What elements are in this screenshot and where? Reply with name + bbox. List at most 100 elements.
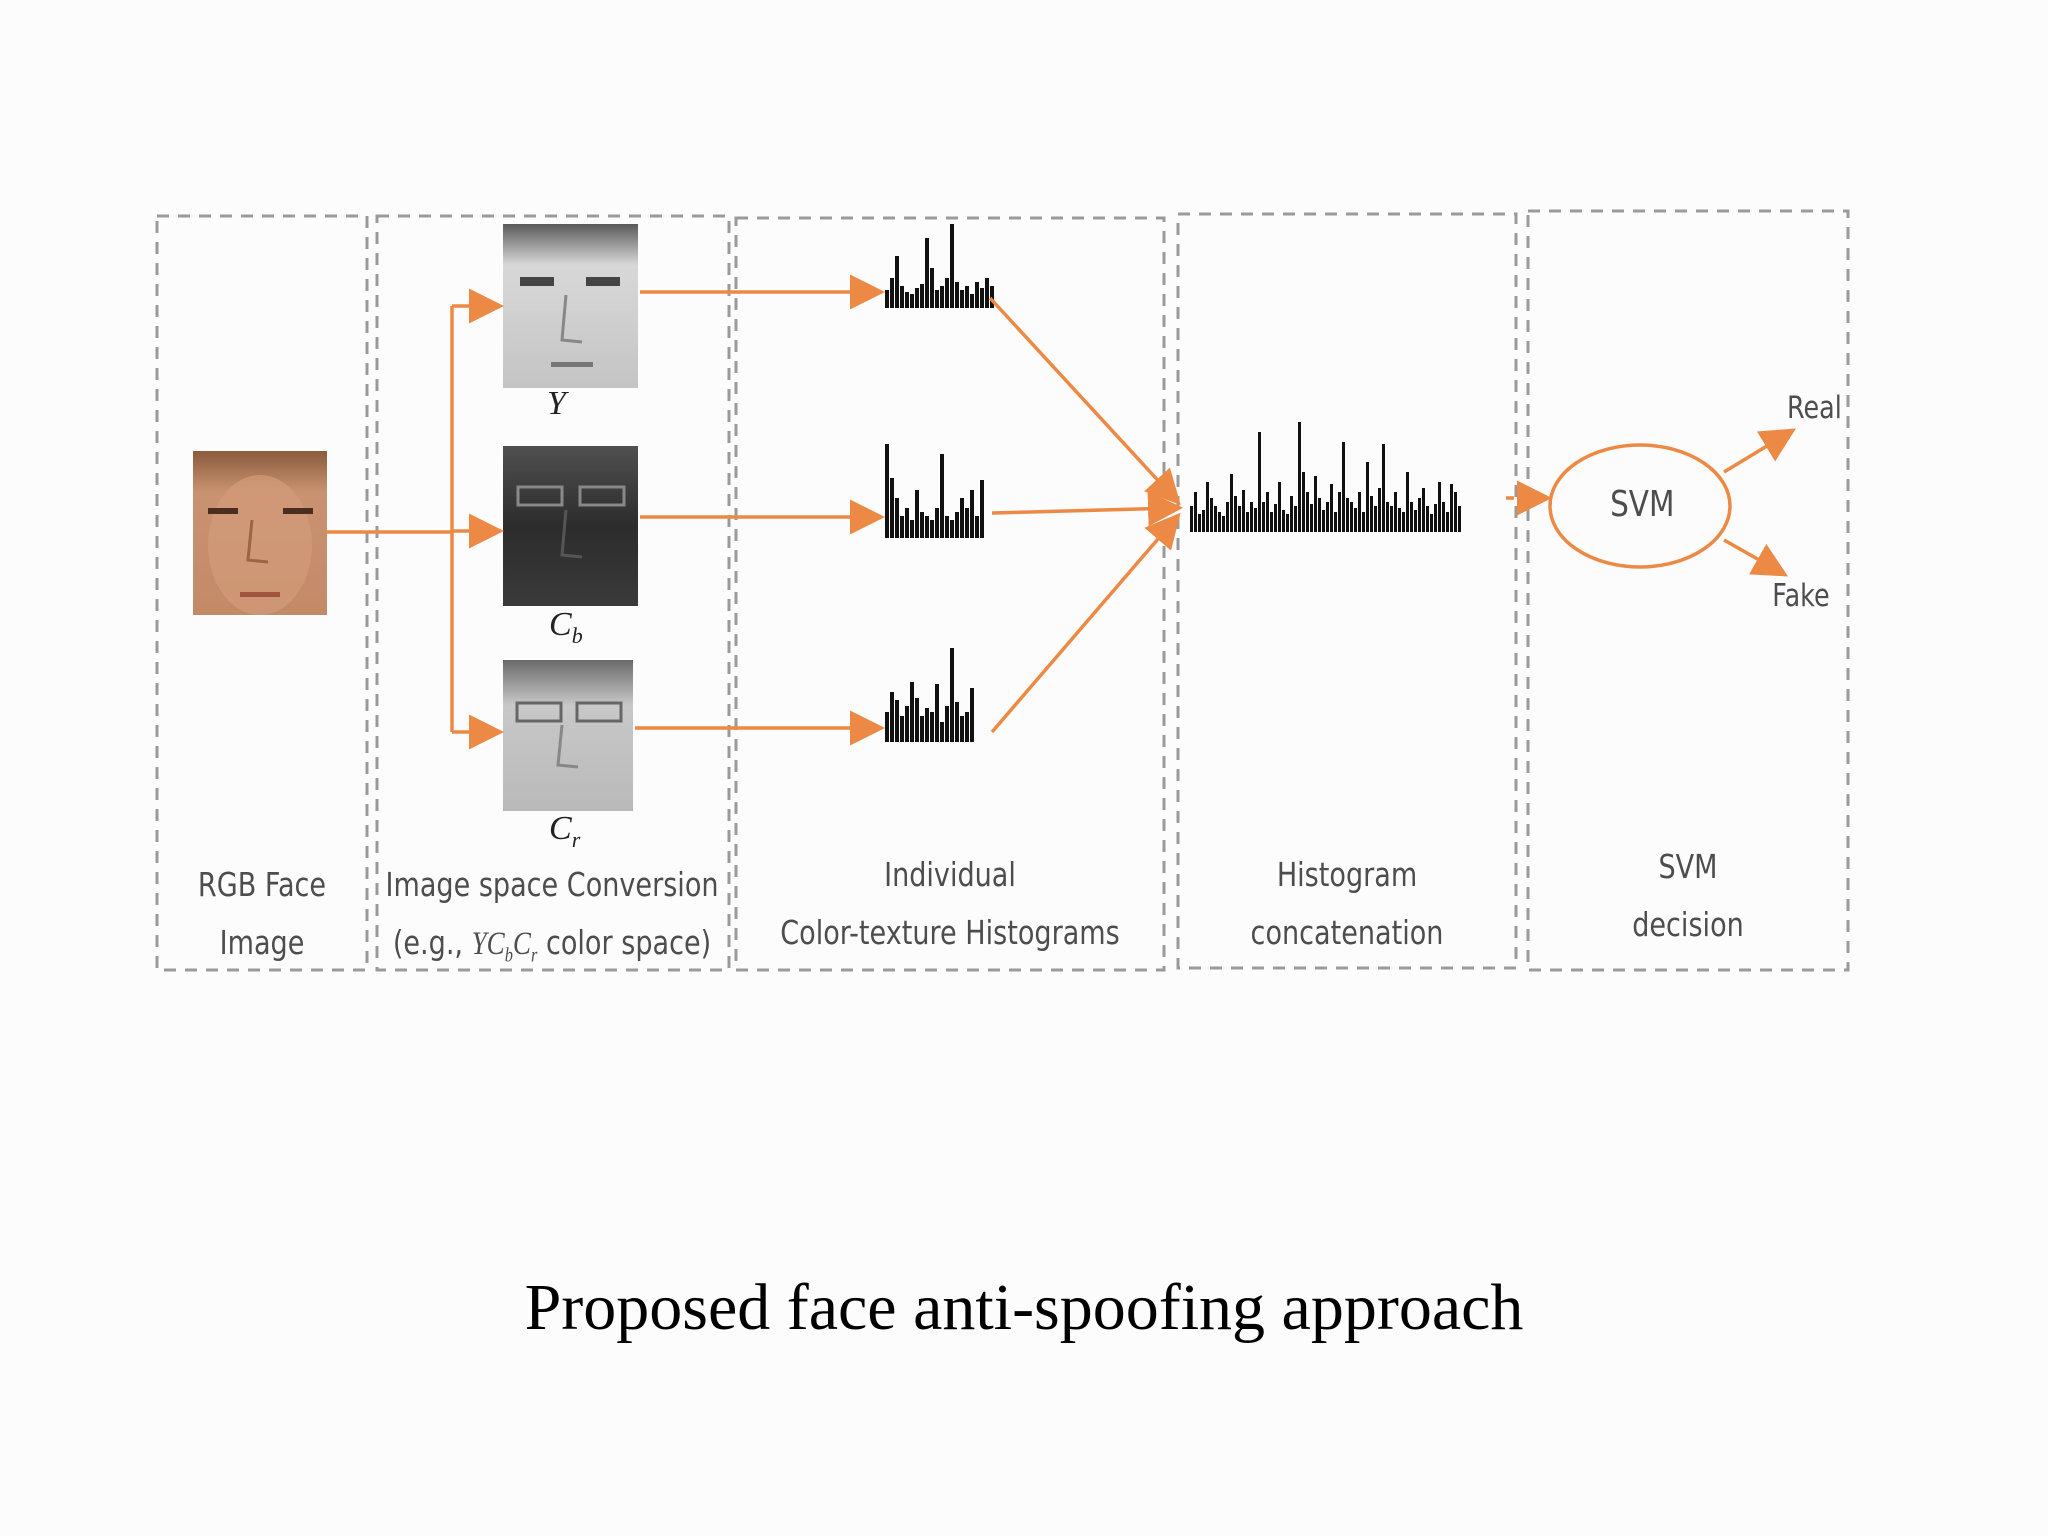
histogram-cr bbox=[885, 648, 974, 742]
histogram-bar bbox=[1358, 492, 1361, 532]
flow-arrows bbox=[327, 274, 1796, 750]
svm-label: SVM bbox=[1610, 484, 1675, 525]
histogram-bar bbox=[915, 490, 919, 538]
histogram-bar bbox=[975, 516, 979, 538]
histogram-bar bbox=[895, 256, 899, 308]
histogram-bar bbox=[980, 480, 984, 538]
histogram-bar bbox=[1246, 512, 1249, 532]
histogram-bar bbox=[910, 294, 914, 308]
histogram-bar bbox=[1326, 502, 1329, 532]
histogram-bar bbox=[1226, 502, 1229, 532]
histogram-bar bbox=[910, 682, 914, 742]
histogram-bar bbox=[930, 520, 934, 538]
histogram-bar bbox=[950, 224, 954, 308]
channel-label-cb: Cb bbox=[549, 606, 583, 648]
histogram-bar bbox=[1298, 422, 1301, 532]
channel-image-y bbox=[503, 224, 638, 388]
histogram-bar bbox=[1282, 510, 1285, 532]
histogram-bar bbox=[1390, 506, 1393, 532]
histogram-bar bbox=[1274, 504, 1277, 532]
histogram-bar bbox=[990, 286, 994, 308]
histogram-bar bbox=[1222, 516, 1225, 532]
histogram-bar bbox=[940, 454, 944, 538]
histogram-bar bbox=[1306, 492, 1309, 532]
histogram-bar bbox=[1394, 492, 1397, 532]
histogram-bar bbox=[945, 706, 949, 742]
histogram-bar bbox=[1342, 442, 1345, 532]
histogram-bar bbox=[940, 722, 944, 742]
histogram-bar bbox=[920, 284, 924, 308]
histogram-bar bbox=[1382, 444, 1385, 532]
histogram-bar bbox=[940, 286, 944, 308]
histogram-bar bbox=[955, 282, 959, 308]
histogram-bar bbox=[890, 278, 894, 308]
histogram-bar bbox=[1198, 514, 1201, 532]
histogram-bar bbox=[945, 278, 949, 308]
histogram-bar bbox=[960, 290, 964, 308]
histogram-bar bbox=[935, 290, 939, 308]
histogram-bar bbox=[925, 238, 929, 308]
panel-color-conversion bbox=[375, 214, 731, 972]
slide-caption: Proposed face anti-spoofing approach bbox=[524, 1271, 1524, 1344]
histogram-bar bbox=[1194, 492, 1197, 532]
histogram-bar bbox=[885, 444, 889, 538]
histogram-bar bbox=[1346, 498, 1349, 532]
histogram-bar bbox=[960, 716, 964, 742]
histogram-bar bbox=[1442, 502, 1445, 532]
histogram-bar bbox=[1350, 502, 1353, 532]
histogram-bar bbox=[965, 712, 969, 742]
svm-ellipse bbox=[1548, 443, 1732, 569]
histogram-bar bbox=[1366, 462, 1369, 532]
arrow-svm-to-real bbox=[1723, 428, 1796, 474]
histogram-bar bbox=[1458, 506, 1461, 532]
histogram-bar bbox=[900, 716, 904, 742]
histogram-bar bbox=[1266, 492, 1269, 532]
arrow-svm-to-fake bbox=[1723, 538, 1789, 577]
histogram-bar bbox=[975, 282, 979, 308]
histogram-bar bbox=[1414, 510, 1417, 532]
histogram-bar bbox=[1374, 506, 1377, 532]
histogram-bar bbox=[1262, 502, 1265, 532]
histogram-bar bbox=[890, 478, 894, 538]
histogram-concatenated bbox=[1190, 422, 1461, 532]
histogram-bar bbox=[955, 512, 959, 538]
histogram-bar bbox=[950, 520, 954, 538]
histogram-bar bbox=[895, 700, 899, 742]
histogram-bar bbox=[1406, 472, 1409, 532]
histogram-bar bbox=[1338, 492, 1341, 532]
histogram-bar bbox=[1386, 502, 1389, 532]
histogram-bar bbox=[1402, 512, 1405, 532]
histogram-bar bbox=[1318, 498, 1321, 532]
histogram-bar bbox=[960, 498, 964, 538]
histogram-bar bbox=[1234, 496, 1237, 532]
histogram-bar bbox=[1378, 488, 1381, 532]
histogram-bar bbox=[930, 268, 934, 308]
output-real-label: Real bbox=[1787, 390, 1842, 426]
histogram-bar bbox=[1302, 472, 1305, 532]
histogram-bar bbox=[1206, 482, 1209, 532]
panel-individual-histograms bbox=[734, 216, 1166, 972]
histogram-bar bbox=[1322, 510, 1325, 532]
histogram-bar bbox=[1422, 488, 1425, 532]
histogram-bar bbox=[1330, 484, 1333, 532]
histogram-bar bbox=[1426, 506, 1429, 532]
output-fake-label: Fake bbox=[1772, 578, 1830, 614]
histogram-bar bbox=[905, 706, 909, 742]
histogram-bar bbox=[1438, 482, 1441, 532]
histogram-bar bbox=[1214, 506, 1217, 532]
stage-label-conversion: Image space Conversion (e.g., YCbCr colo… bbox=[385, 865, 719, 967]
histogram-bar bbox=[1218, 512, 1221, 532]
histogram-bar bbox=[915, 698, 919, 742]
histogram-bar bbox=[1258, 432, 1261, 532]
histogram-cb bbox=[885, 444, 984, 538]
histogram-bar bbox=[1410, 502, 1413, 532]
histogram-bar bbox=[970, 490, 974, 538]
histogram-bar bbox=[945, 516, 949, 538]
channel-image-cr bbox=[503, 660, 633, 811]
channel-label-cr: Cr bbox=[549, 810, 581, 852]
histogram-bar bbox=[910, 520, 914, 538]
histogram-bar bbox=[1290, 496, 1293, 532]
